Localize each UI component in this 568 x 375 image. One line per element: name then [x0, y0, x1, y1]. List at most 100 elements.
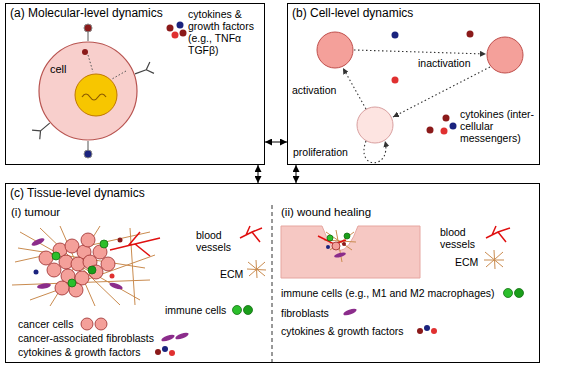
- wound-tissue: [281, 226, 420, 278]
- transition-arrows: [343, 68, 366, 109]
- cell-circle: cell: [38, 41, 138, 141]
- cytokine-dot: [82, 49, 88, 55]
- cancer-cells: [47, 263, 61, 277]
- immune-cells: [100, 240, 108, 248]
- immune-cells: [52, 240, 108, 287]
- cell-receptors: [84, 24, 92, 41]
- cytokine-dots: [450, 123, 457, 130]
- cell-receptors: [88, 141, 89, 150]
- cell-receptors: [133, 62, 154, 79]
- legend-text: blood vessels: [440, 226, 482, 250]
- legend-text: cancer cells: [18, 318, 73, 330]
- dna: [82, 94, 106, 100]
- cytokine-dots: [167, 22, 187, 39]
- cytokine-dots: [172, 32, 179, 39]
- legend-samples: [486, 226, 510, 242]
- transition-arrows: [354, 50, 486, 54]
- legend-samples: [417, 328, 423, 334]
- subpanel-title: (i) tumour: [11, 206, 60, 220]
- legend-text: ECM: [220, 268, 243, 280]
- wound-tissue: [342, 242, 346, 246]
- legend-samples: [343, 307, 358, 316]
- nucleus: [75, 74, 117, 116]
- wound-tissue: [324, 230, 356, 262]
- legend-samples: [240, 226, 262, 242]
- signal-path: [88, 55, 93, 72]
- legend-text: ECM: [455, 256, 478, 268]
- cytokine-dots: [34, 270, 39, 275]
- cytokine-dots: [441, 128, 448, 135]
- immune-cells: [52, 252, 60, 260]
- wound-tissue: [281, 226, 420, 278]
- legend-samples: [431, 328, 437, 334]
- cytokine-dots: [34, 238, 123, 279]
- cancer-cells: [81, 233, 95, 247]
- fibroblasts: [109, 281, 124, 290]
- legend-text: cytokines & growth factors: [281, 325, 404, 337]
- fibroblasts: [31, 237, 46, 247]
- legend-text: cytokines (inter-cellular messengers): [460, 108, 538, 144]
- cytokine-dots: [180, 30, 187, 37]
- arrow-label: inactivation: [418, 57, 471, 69]
- immune-cells: [88, 266, 96, 274]
- divider: [272, 205, 273, 362]
- cell-receptors: [84, 24, 92, 32]
- panel-title: (b) Cell-level dynamics: [292, 6, 413, 20]
- wound-tissue: [318, 236, 346, 244]
- cytokine-dots: [167, 25, 174, 32]
- ecm-fibres: [12, 226, 155, 306]
- cancer-cells: [101, 257, 115, 271]
- cell-states: [487, 37, 523, 73]
- cytokine-dots: [443, 115, 450, 122]
- immune-cells: [68, 279, 76, 287]
- legend-samples: [515, 289, 524, 298]
- panel-title: (c) Tissue-level dynamics: [10, 186, 145, 200]
- double-arrow: [265, 142, 287, 143]
- arrow-label: activation: [292, 84, 336, 96]
- panel-title: (a) Molecular-level dynamics: [10, 6, 163, 20]
- transition-arrows: [343, 50, 490, 163]
- legend-text: fibroblasts: [281, 307, 329, 319]
- cell-receptors: [133, 62, 154, 79]
- cell-receptors: [88, 32, 89, 41]
- ecm-fibres: [12, 226, 155, 306]
- legend-text: immune cells (e.g., M1 and M2 macrophage…: [281, 287, 495, 299]
- cell-receptors: [84, 141, 92, 158]
- blood-vessels: [110, 232, 160, 256]
- cytokine-dots: [392, 32, 399, 39]
- wound-tissue: [344, 233, 350, 239]
- legend-samples: [233, 306, 242, 315]
- cancer-cells: [39, 233, 115, 297]
- wound-tissue: [327, 235, 333, 241]
- cell-label: cell: [50, 63, 67, 76]
- wound-tissue: [334, 252, 347, 259]
- wound-tissue: [332, 242, 340, 250]
- cell-receptors: [84, 150, 92, 158]
- legend-samples: [504, 289, 513, 298]
- cancer-cells: [55, 281, 69, 295]
- legend-samples: [247, 260, 266, 278]
- legend-samples: [244, 306, 253, 315]
- signal-path: [112, 71, 126, 79]
- double-arrow: [258, 165, 259, 183]
- blood-vessels: [110, 232, 160, 256]
- fibroblasts: [31, 237, 124, 291]
- double-arrow: [296, 165, 297, 183]
- legend-samples: [81, 318, 93, 330]
- legend-samples: [484, 250, 504, 269]
- transition-arrows: [364, 141, 386, 163]
- legend-samples: [424, 325, 430, 331]
- cytokine-dots: [118, 238, 123, 243]
- legend-text: cytokines & growth factors (e.g., TNFα T…: [188, 8, 262, 56]
- cytokine-dots: [177, 22, 184, 29]
- fibroblasts: [37, 282, 52, 289]
- cell-outline: [38, 41, 138, 141]
- connectors: [258, 142, 296, 183]
- legend-text: cytokines & growth factors: [18, 346, 141, 358]
- cancer-cells: [89, 265, 103, 279]
- legend-samples: [155, 349, 161, 355]
- cytokine-dots: [427, 127, 434, 134]
- cytokine-dots: [467, 31, 474, 38]
- arrow-label: proliferation: [293, 146, 348, 158]
